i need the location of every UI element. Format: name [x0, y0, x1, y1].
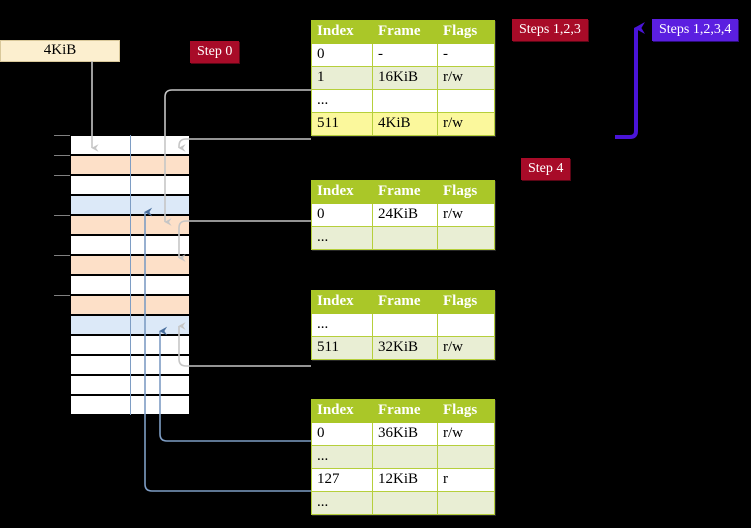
- memory-frame-tick: [54, 295, 70, 296]
- physical-memory-grid: [54, 135, 190, 415]
- cell-flags: r/w: [437, 203, 495, 227]
- table-row: ...: [311, 313, 495, 337]
- column-header-flags: Flags: [437, 20, 495, 44]
- page-table-pdp: Index Frame Flags 0 24KiB r/w ...: [311, 180, 495, 250]
- column-header-frame: Frame: [372, 180, 438, 204]
- cell-flags: r/w: [437, 112, 495, 136]
- page-table-pml4: Index Frame Flags 0 - - 1 16KiB r/w ...: [311, 20, 495, 136]
- memory-frame-tick: [54, 255, 70, 256]
- cell-frame: 16KiB: [372, 66, 438, 90]
- cell-index: 0: [311, 203, 373, 227]
- cell-frame: [372, 491, 438, 515]
- table-row: ...: [311, 89, 495, 113]
- cell-frame: 12KiB: [372, 468, 438, 492]
- table-row: 127 12KiB r: [311, 468, 495, 492]
- cell-index: ...: [311, 491, 373, 515]
- column-header-frame: Frame: [372, 20, 438, 44]
- column-header-frame: Frame: [372, 399, 438, 423]
- cell-frame: [372, 313, 438, 337]
- table-row: 511 32KiB r/w: [311, 336, 495, 360]
- badge-step-4: Step 4: [521, 158, 571, 180]
- cell-index: ...: [311, 313, 373, 337]
- badge-steps-1234: Steps 1,2,3,4: [652, 19, 739, 41]
- cell-frame: 32KiB: [372, 336, 438, 360]
- memory-frame-tick: [54, 135, 70, 136]
- cell-index: 127: [311, 468, 373, 492]
- cell-index: 511: [311, 112, 373, 136]
- table-header-row: Index Frame Flags: [311, 399, 495, 423]
- page-table-pt: Index Frame Flags 0 36KiB r/w ... 127 12…: [311, 399, 495, 515]
- table-row: ...: [311, 491, 495, 515]
- connector-pd-32kib: [178, 322, 311, 367]
- column-header-index: Index: [311, 180, 373, 204]
- connector-pml4-4kib: [178, 138, 311, 152]
- cell-index: 0: [311, 43, 373, 67]
- cell-flags: [437, 313, 495, 337]
- cell-frame: [372, 89, 438, 113]
- page-table-pd: Index Frame Flags ... 511 32KiB r/w: [311, 290, 495, 360]
- column-header-flags: Flags: [437, 399, 495, 423]
- column-header-flags: Flags: [437, 180, 495, 204]
- memory-frame-tick: [54, 155, 70, 156]
- cell-frame: [372, 445, 438, 469]
- table-header-row: Index Frame Flags: [311, 20, 495, 44]
- cell-frame: -: [372, 43, 438, 67]
- memory-frame-divider: [130, 135, 131, 415]
- cell-frame: 4KiB: [372, 112, 438, 136]
- badge-steps-123: Steps 1,2,3: [512, 19, 588, 41]
- table-row: ...: [311, 445, 495, 469]
- memory-size-label: 4KiB: [0, 40, 120, 62]
- table-row: 0 - -: [311, 43, 495, 67]
- cell-flags: r/w: [437, 66, 495, 90]
- table-header-row: Index Frame Flags: [311, 180, 495, 204]
- cell-index: 1: [311, 66, 373, 90]
- cell-flags: [437, 89, 495, 113]
- cell-flags: -: [437, 43, 495, 67]
- badge-step-4-label: Step 4: [528, 161, 564, 176]
- cell-flags: [437, 445, 495, 469]
- column-header-index: Index: [311, 399, 373, 423]
- cell-frame: 36KiB: [372, 422, 438, 446]
- connector-steps-bracket: [615, 22, 645, 139]
- connector-pdp-24kib: [178, 220, 311, 262]
- cell-flags: r/w: [437, 336, 495, 360]
- table-row: 511 4KiB r/w: [311, 112, 495, 136]
- table-row: ...: [311, 226, 495, 250]
- table-row: 1 16KiB r/w: [311, 66, 495, 90]
- memory-frame-tick: [54, 215, 70, 216]
- column-header-index: Index: [311, 290, 373, 314]
- badge-steps-123-label: Steps 1,2,3: [519, 22, 581, 37]
- column-header-frame: Frame: [372, 290, 438, 314]
- cell-index: 0: [311, 422, 373, 446]
- badge-step-0-label: Step 0: [197, 44, 233, 59]
- cell-flags: r/w: [437, 422, 495, 446]
- table-row: 0 24KiB r/w: [311, 203, 495, 227]
- cell-index: ...: [311, 89, 373, 113]
- cell-flags: r: [437, 468, 495, 492]
- memory-size-text: 4KiB: [43, 42, 77, 58]
- column-header-flags: Flags: [437, 290, 495, 314]
- memory-frame-tick: [54, 175, 70, 176]
- badge-steps-1234-label: Steps 1,2,3,4: [659, 22, 732, 37]
- cell-frame: [372, 226, 438, 250]
- table-header-row: Index Frame Flags: [311, 290, 495, 314]
- cell-flags: [437, 226, 495, 250]
- badge-step-0: Step 0: [190, 41, 240, 63]
- cell-index: 511: [311, 336, 373, 360]
- cell-index: ...: [311, 226, 373, 250]
- column-header-index: Index: [311, 20, 373, 44]
- cell-frame: 24KiB: [372, 203, 438, 227]
- cell-index: ...: [311, 445, 373, 469]
- table-row: 0 36KiB r/w: [311, 422, 495, 446]
- cell-flags: [437, 491, 495, 515]
